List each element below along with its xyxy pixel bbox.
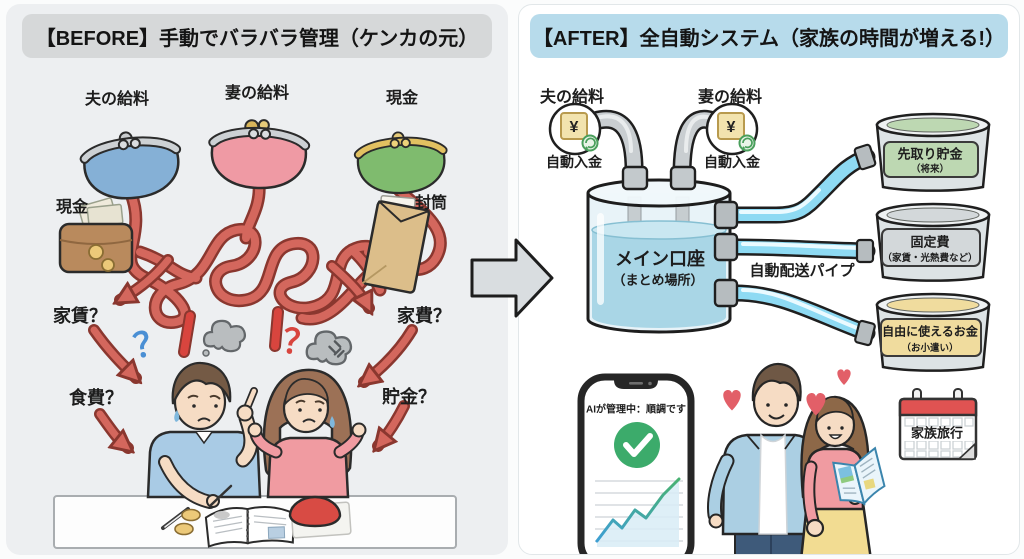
man-after	[707, 362, 825, 554]
label-husband-salary-before: 夫の給料	[84, 91, 150, 108]
question-mark-red: ？	[280, 322, 319, 365]
travel-brochure	[832, 446, 886, 506]
notebook	[204, 505, 295, 548]
inlet-pipes	[585, 109, 723, 185]
label-can2-title: 固定費	[910, 234, 950, 250]
pen	[161, 507, 190, 530]
coins	[174, 508, 201, 536]
status-check-icon	[614, 422, 660, 468]
anger-cloud-left	[202, 319, 246, 357]
pink-purse	[208, 119, 311, 190]
growth-chart	[595, 477, 683, 547]
label-cash-wallet: 現金	[55, 199, 89, 216]
label-rent-question: 家賃？	[53, 306, 107, 326]
label-can1-sub: （将来）	[910, 164, 950, 175]
label-wife-salary-after: 妻の給料	[697, 89, 763, 106]
label-envelope: 封筒	[414, 195, 448, 212]
label-auto-deposit-husband: 自動入金	[546, 154, 602, 170]
yen-symbol: ¥	[727, 119, 736, 136]
exclamation-marks	[178, 306, 284, 358]
yen-symbol: ¥	[570, 119, 579, 136]
transition-arrow-icon	[470, 238, 554, 318]
label-can2-sub: （家賃・光熱費など）	[882, 253, 978, 264]
blue-purse	[79, 131, 182, 200]
label-delivery-pipe: 自動配送パイプ	[749, 262, 855, 280]
label-main-account-sub: （まとめ場所）	[612, 272, 704, 288]
label-can3-sub: （お小遣い）	[901, 343, 959, 354]
after-header: 【AFTER】全自動システム（家族の時間が増える!）	[530, 14, 1008, 58]
label-cash-purse: 現金	[385, 90, 419, 107]
woman-before	[247, 368, 367, 499]
label-can1-title: 先取り貯金	[897, 146, 963, 162]
man-before	[146, 361, 262, 509]
label-husband-salary-after: 夫の給料	[539, 89, 605, 106]
label-savings-question: 貯金？	[382, 387, 436, 407]
label-auto-deposit-wife: 自動入金	[704, 154, 760, 170]
woman-after	[800, 395, 872, 554]
label-main-account: メイン口座	[615, 249, 705, 269]
label-wife-salary-before: 妻の給料	[224, 85, 290, 102]
before-header: 【BEFORE】手動でバラバラ管理（ケンカの元）	[22, 14, 492, 58]
deposit-icon-wife: ¥	[705, 102, 759, 156]
label-can3-title: 自由に使えるお金	[882, 324, 978, 339]
hearts	[723, 369, 851, 416]
green-purse	[353, 131, 448, 195]
table	[53, 495, 457, 549]
coin-pouch	[288, 495, 352, 539]
label-food-question: 食費？	[69, 388, 123, 408]
delivery-tubes	[713, 143, 877, 347]
deposit-icon-husband: ¥	[548, 102, 602, 156]
label-calendar-family-trip: 家族旅行	[910, 425, 964, 441]
label-phone-status: AIが管理中：順調です	[586, 404, 686, 416]
money-tangle	[124, 177, 447, 329]
label-household-question: 家費？	[397, 306, 451, 326]
